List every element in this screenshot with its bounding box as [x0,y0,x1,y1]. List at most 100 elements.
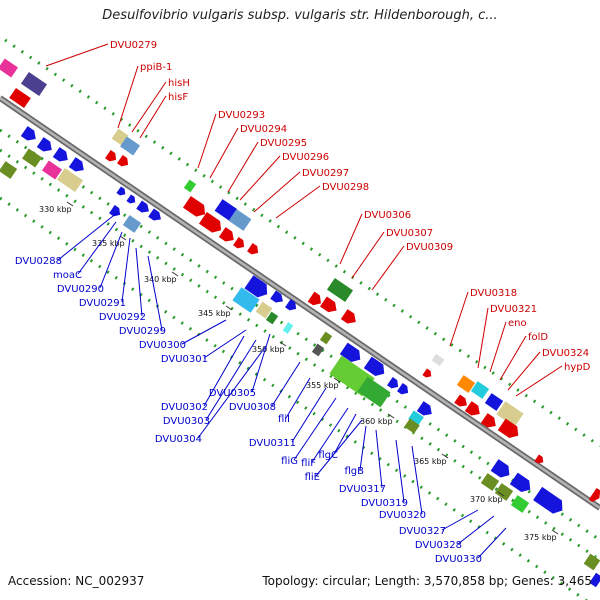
tick-mark-9 [497,491,505,497]
reverse-gene-label-2: moaC [53,270,82,281]
feature-blue-21 [509,472,531,493]
feature-blue-11 [244,275,268,298]
feature-blue-20 [490,459,510,478]
topology-stats: Topology: circular; Length: 3,570,858 bp… [262,574,592,588]
reverse-gene-leader-17 [311,407,349,463]
forward-gene-leader-4 [139,95,167,139]
feature-olive-1 [22,148,42,168]
feature-red-arrow-2 [117,155,129,167]
reverse-gene-leader-7 [181,319,227,345]
feature-olive-5 [480,473,500,491]
track-outer-reverse [0,196,589,600]
reverse-gene-leader-16 [293,397,337,461]
forward-gene-leader-8 [239,155,281,201]
tick-label-4: 345 kbp [198,309,231,318]
tick-mark-5 [279,341,287,347]
feature-green-4 [357,376,391,408]
reverse-gene-label-11: DVU0303 [163,416,210,427]
forward-gene-leader-5 [197,113,217,169]
forward-gene-label-7: DVU0295 [260,138,307,149]
feature-red-1 [9,87,31,109]
reverse-gene-leader-10 [203,335,245,407]
feature-cyan-3 [408,410,424,426]
feature-olive-3 [319,331,333,345]
tick-label-8: 365 kbp [414,457,447,466]
feature-blue-18 [416,401,432,416]
tick-mark-1 [66,201,74,207]
reverse-gene-leader-13 [271,361,301,407]
feature-blue-9 [109,205,121,217]
feature-blue-16 [387,377,399,389]
features [0,58,600,588]
feature-cyan-1 [232,287,260,313]
reverse-gene-label-18: flgC [318,450,338,461]
reverse-gene-label-22: DVU0319 [361,498,408,509]
reverse-gene-label-10: DVU0302 [161,402,208,413]
reverse-gene-leader-18 [333,413,357,455]
feature-khaki-2 [56,168,84,192]
feature-red-arrow-1 [105,150,117,162]
reverse-gene-label-14: fliI [278,414,290,425]
feature-olive-2 [0,161,18,179]
forward-gene-leader-16 [489,321,507,373]
feature-red-arrow-7 [247,243,259,255]
reverse-gene-leader-1 [57,211,119,261]
feature-blue-19 [484,393,504,411]
reverse-gene-leader-12 [197,345,267,439]
reverse-gene-label-21: DVU0317 [339,484,386,495]
reverse-gene-leader-19 [315,419,363,477]
reverse-gene-leader-25 [457,515,495,545]
reverse-gene-label-9: DVU0305 [209,388,256,399]
reverse-gene-label-17: fliF [301,458,316,469]
label-leader-lines [45,43,563,559]
reverse-gene-label-6: DVU0299 [119,326,166,337]
reverse-gene-label-3: DVU0290 [57,284,104,295]
tick-mark-4 [225,305,233,311]
feature-red-arrow-5 [218,227,234,242]
reverse-gene-label-8: DVU0301 [161,354,208,365]
feature-red-arrow-4 [198,212,222,233]
feature-blue-12 [270,290,283,303]
forward-gene-leader-14 [449,291,469,347]
forward-gene-label-9: DVU0297 [302,168,349,179]
reverse-gene-leader-26 [477,527,507,559]
feature-red-arrow-13 [464,401,480,416]
feature-green-3 [265,311,279,325]
feature-red-arrow-15 [497,418,519,439]
feature-blue-4 [68,157,84,172]
tick-mark-3 [171,271,179,277]
feature-blue-6 [126,194,136,204]
feature-red-arrow-6 [233,237,245,249]
forward-gene-label-1: DVU0279 [110,40,157,51]
feature-blue-15 [363,356,385,377]
forward-gene-label-17: folD [528,332,548,343]
tick-label-3: 340 kbp [144,275,177,284]
feature-cyan-4 [470,381,490,399]
feature-cyan-2 [282,322,294,334]
reverse-gene-leader-5 [135,247,143,317]
reverse-gene-leader-8 [203,329,247,359]
forward-gene-label-6: DVU0294 [240,124,287,135]
tick-mark-6 [333,377,341,383]
forward-gene-leader-13 [371,245,405,291]
tick-mark-7 [387,413,395,419]
feature-blue-8 [148,208,161,221]
reverse-gene-leader-4 [121,237,131,303]
forward-gene-label-5: DVU0293 [218,110,265,121]
forward-gene-label-19: hypD [564,362,591,373]
forward-gene-leader-15 [477,307,489,369]
feature-khaki-3 [255,301,273,319]
track-inner-reverse [0,148,600,562]
feature-red-arrow-10 [340,309,356,324]
feature-red-arrow-17 [588,487,600,503]
reverse-gene-leader-24 [441,509,479,531]
feature-lightgray-1 [431,353,445,367]
forward-gene-leader-12 [351,231,385,279]
feature-green-1 [183,179,197,193]
forward-gene-label-14: DVU0318 [470,288,517,299]
accession-text: Accession: NC_002937 [8,574,145,588]
backbone [0,95,600,511]
forward-gene-leader-7 [227,141,259,193]
forward-gene-label-18: DVU0324 [542,348,589,359]
